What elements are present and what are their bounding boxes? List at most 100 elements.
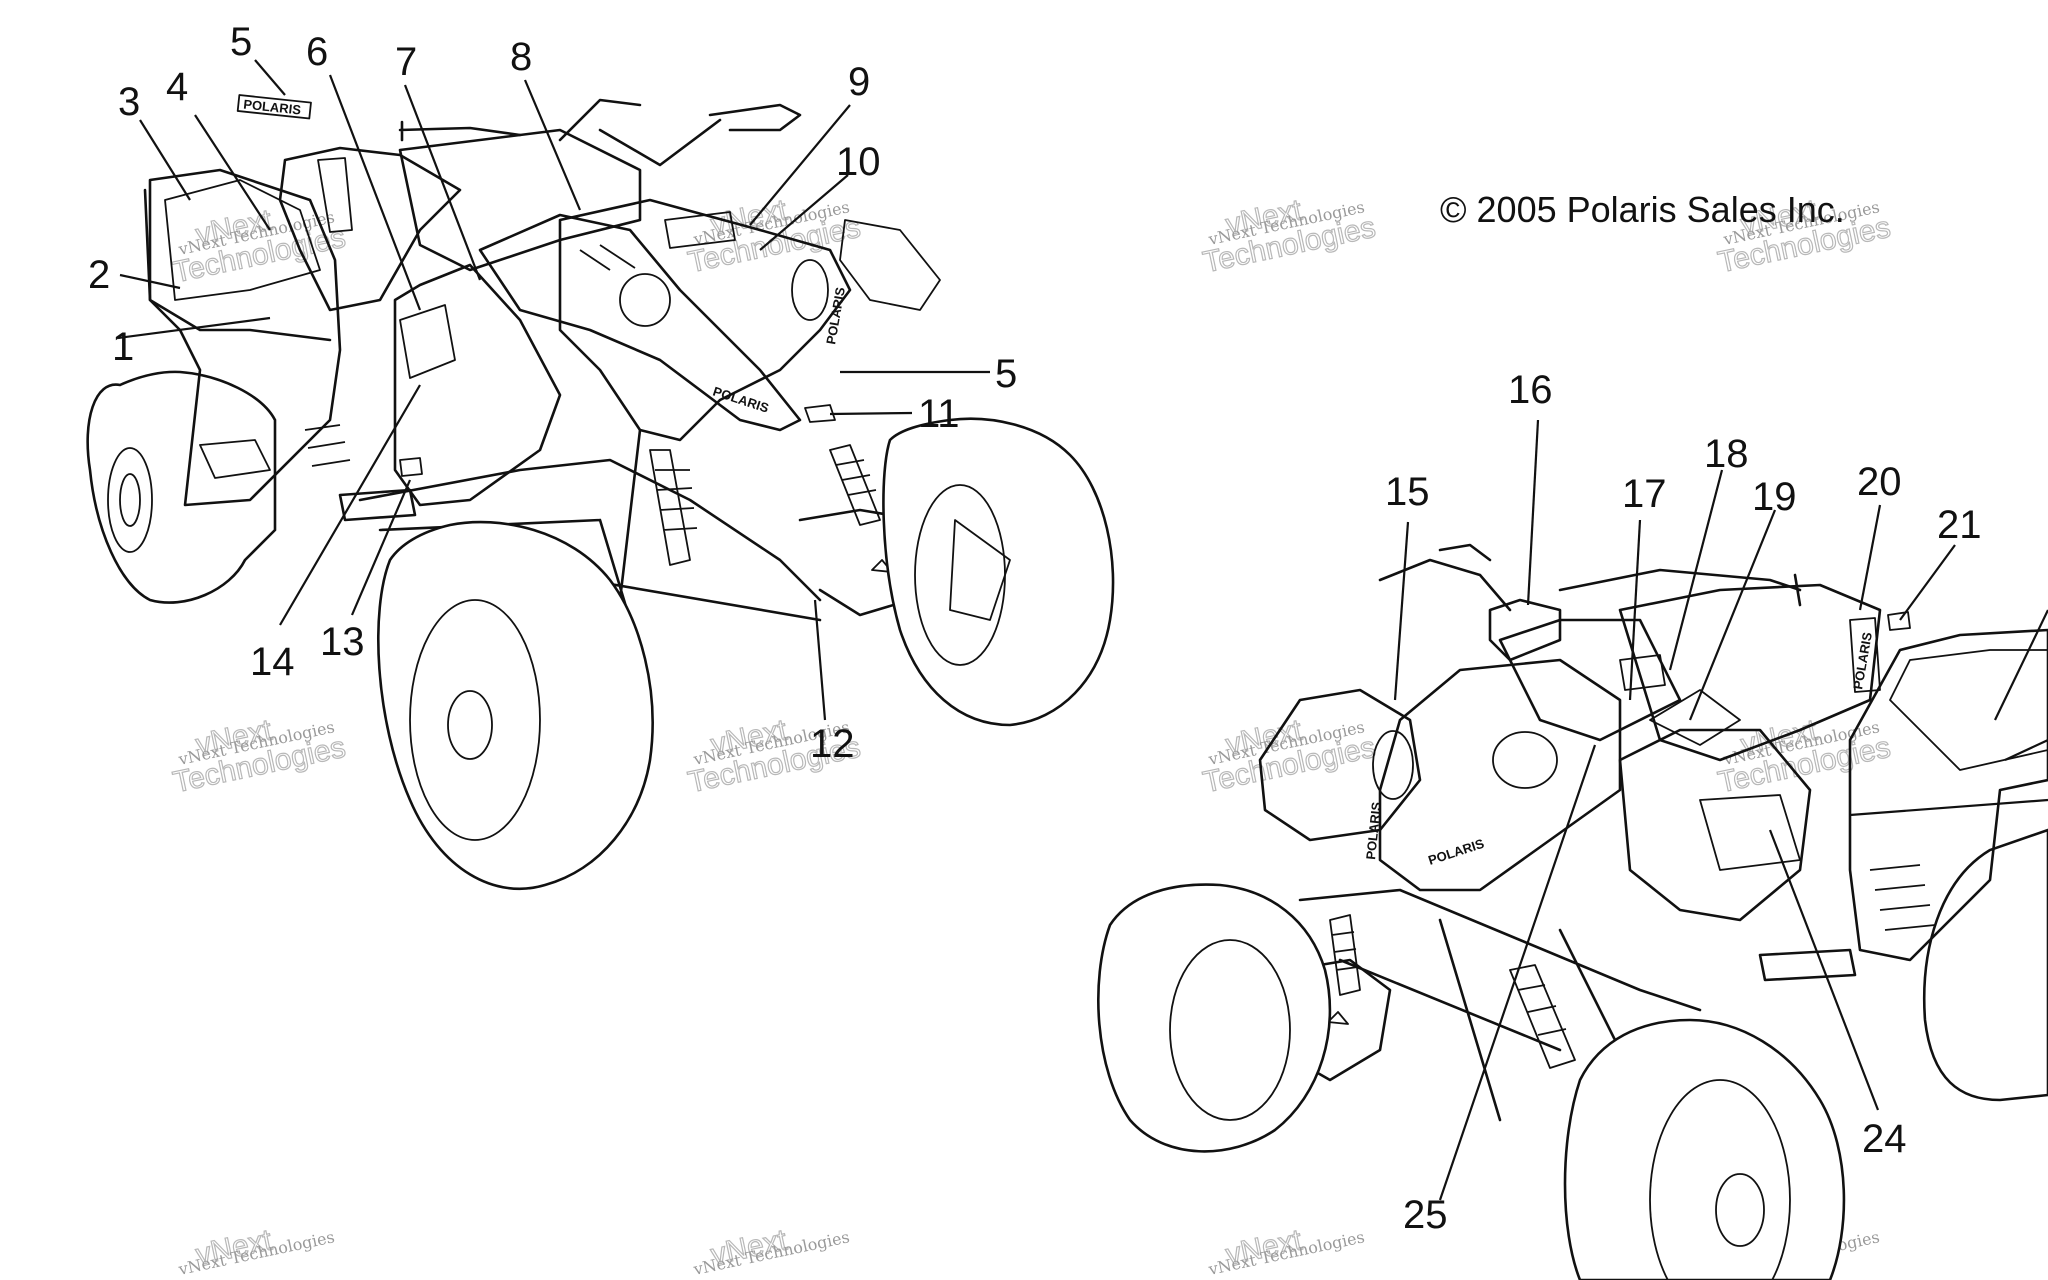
leader-20 [1858, 504, 1882, 611]
rear-grille-right-view [1869, 864, 1936, 931]
handlebar-right-view [1378, 543, 1802, 612]
headlight-left [619, 273, 671, 327]
callout-12: 12 [810, 722, 855, 766]
rear-wheel-far [86, 370, 277, 604]
rear-decal-panel [164, 179, 321, 301]
front-rim-far-right [1649, 1079, 1791, 1280]
decal-11 [804, 404, 836, 423]
headlight-right-view-left [1372, 730, 1414, 800]
stem-right-view [1488, 598, 1562, 662]
front-rim-near [1169, 939, 1291, 1121]
fender-right-underside [949, 519, 1011, 621]
front-rim-left [409, 599, 541, 841]
seat-right-view [1618, 583, 1882, 762]
front-wheel-left [377, 520, 654, 890]
atv-left-illustration: POLARIS POLARIS POLARIS [86, 94, 1115, 890]
callout-1: 1 [112, 325, 134, 369]
atv-right-illustration: POLARIS POLARIS POLARIS [1097, 543, 2048, 1280]
seat-brand-decal-right [1849, 617, 1881, 693]
callout-24: 24 [1862, 1117, 1907, 1161]
callout-8: 8 [510, 35, 532, 79]
decal-9-10 [664, 211, 736, 249]
rear-hub-far [107, 447, 153, 553]
front-fender-left-view2 [1258, 688, 1422, 842]
leader-15 [1393, 521, 1410, 701]
seat [278, 146, 462, 312]
front-fender-right [839, 219, 941, 311]
leader-8 [523, 79, 582, 211]
leader-14 [279, 384, 421, 626]
leader-6 [328, 74, 422, 311]
leader-13 [350, 479, 412, 616]
rear-fender-right-view [1848, 628, 2048, 962]
callout-7: 7 [395, 40, 417, 84]
callout-5a: 5 [230, 20, 252, 64]
callout-14: 14 [250, 640, 295, 684]
watermark: vNext vNext Technologies Technologies [685, 193, 864, 280]
front-fender-right-view2 [1618, 728, 1812, 922]
front-shock-right-view [1329, 914, 1361, 996]
callout-17: 17 [1622, 472, 1667, 516]
leader-3 [139, 119, 191, 201]
watermark: vNext vNext Technologies Technologies [1200, 193, 1379, 280]
decal-13 [399, 457, 423, 477]
front-shock-right [829, 444, 881, 526]
callout-4: 4 [166, 65, 188, 109]
front-hub-far-right [1715, 1173, 1765, 1247]
hood [478, 213, 802, 432]
leader-18 [1668, 469, 1724, 671]
callouts-right: 15 16 17 18 19 20 21 24 25 [1385, 368, 2048, 1237]
side-panel-decal-24 [1699, 794, 1801, 871]
callout-15: 15 [1385, 470, 1430, 514]
callout-6: 6 [306, 30, 328, 74]
leader-12 [813, 599, 827, 721]
callout-16: 16 [1508, 368, 1553, 412]
leader-24 [1768, 829, 1880, 1111]
callout-13: 13 [320, 620, 365, 664]
leader-4 [194, 114, 271, 231]
taillight [199, 439, 271, 479]
rear-decal-panel-right-view [1889, 649, 2048, 771]
leader-5a [254, 59, 286, 96]
front-wheel-far-right [1563, 1018, 1846, 1280]
frame-right-view [1298, 888, 1702, 1122]
callout-5b: 5 [995, 352, 1017, 396]
callout-11: 11 [918, 392, 960, 436]
leader-21 [1899, 544, 1956, 621]
front-hub-left [447, 690, 493, 760]
watermark: vNext vNext Technologies [691, 1223, 851, 1279]
rear-grille [304, 424, 351, 467]
watermark: vNext vNext Technologies Technologies [1200, 713, 1379, 800]
watermark: vNext vNext Technologies [176, 1223, 336, 1279]
brand-decal-front-fender: POLARIS [1363, 801, 1384, 860]
leader-11 [829, 411, 913, 416]
tank [398, 128, 642, 272]
decal-21-right [1887, 611, 1911, 631]
rear-shock-right-view [1509, 964, 1576, 1069]
rear-hub-far-inner [119, 473, 141, 527]
watermark: vNext vNext Technologies Technologies [170, 713, 349, 800]
leader-21-ext1 [1994, 609, 2048, 721]
rear-fender-top [143, 188, 332, 342]
hood-vent [579, 244, 636, 271]
leader-17 [1628, 519, 1642, 701]
svg-text:POLARIS: POLARIS [1426, 836, 1486, 868]
copyright-notice: © 2005 Polaris Sales Inc. [1440, 189, 1845, 230]
leader-19 [1688, 509, 1777, 721]
rear-wheel-right [1923, 828, 2048, 1102]
leader-9 [749, 104, 851, 226]
callouts-left: 1 2 3 4 5 6 7 8 9 10 5 11 12 13 14 [88, 20, 1017, 766]
seat-brand-decal [317, 157, 353, 233]
headlight-right [791, 259, 829, 321]
leader-21-ext3 [1849, 798, 2048, 817]
leader-2 [119, 273, 181, 290]
callout-21: 21 [1937, 503, 1982, 547]
headlight-right-view-right [1492, 731, 1558, 789]
front-fender [558, 198, 852, 442]
leader-10 [759, 174, 849, 251]
leader-1 [117, 316, 271, 340]
handlebar-stem [558, 98, 722, 167]
callout-10: 10 [836, 140, 881, 184]
callout-3: 3 [118, 80, 140, 124]
